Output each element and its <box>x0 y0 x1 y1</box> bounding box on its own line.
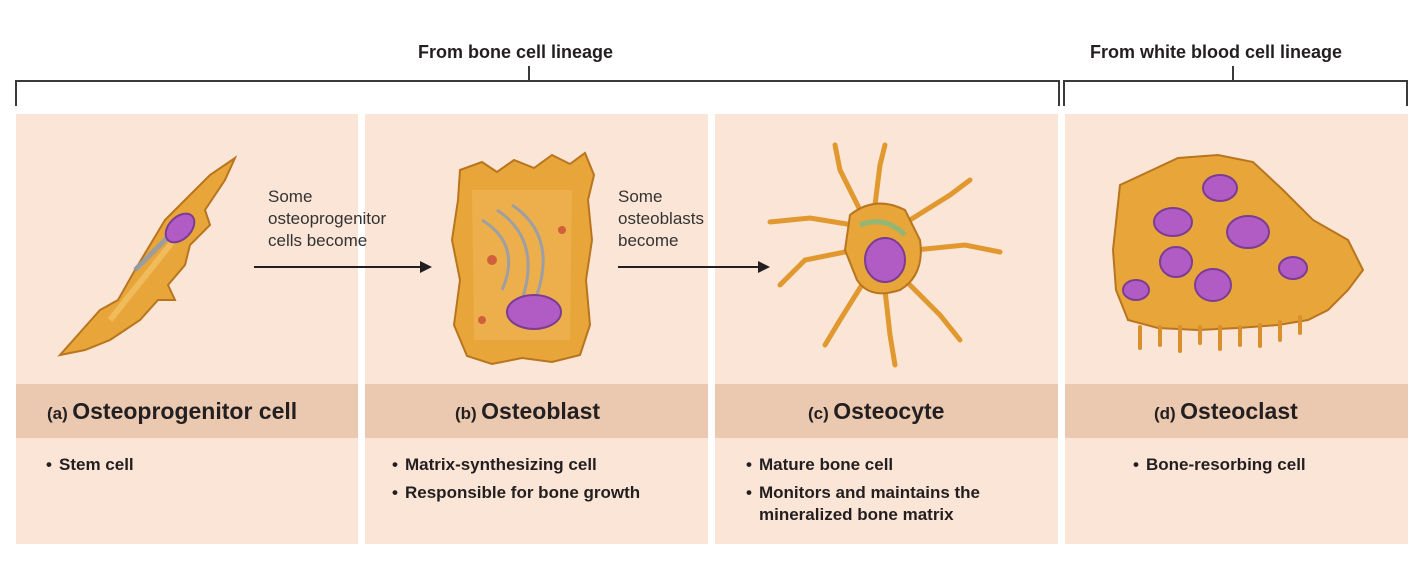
label-band-c <box>715 384 1058 438</box>
arrow-right-icon <box>618 261 770 273</box>
bracket-wbc-lineage <box>1063 80 1408 106</box>
label-tag-b: (b) <box>455 404 477 423</box>
bracket-tick-wbc <box>1232 66 1234 82</box>
bullet-item: Matrix-synthesizing cell <box>392 454 702 476</box>
bullets-osteocyte: Mature bone cell Monitors and maintains … <box>746 454 1036 532</box>
label-osteoblast: (b) Osteoblast <box>455 384 600 438</box>
osteoblast-illustration <box>450 151 596 366</box>
osteoclast-illustration <box>1111 153 1365 353</box>
bullet-item: Bone-resorbing cell <box>1133 454 1393 476</box>
bracket-tick-bone <box>528 66 530 82</box>
label-tag-c: (c) <box>808 404 829 423</box>
label-band-a <box>16 384 358 438</box>
label-tag-d: (d) <box>1154 404 1176 423</box>
bullets-osteoclast: Bone-resorbing cell <box>1133 454 1393 482</box>
label-osteoprogenitor-cell: (a) Osteoprogenitor cell <box>47 384 297 438</box>
label-band-d <box>1065 384 1408 438</box>
label-name-c: Osteocyte <box>833 398 945 424</box>
bullet-item: Mature bone cell <box>746 454 1036 476</box>
bullet-item: Responsible for bone growth <box>392 482 702 504</box>
label-osteocyte: (c) Osteocyte <box>808 384 944 438</box>
bullet-item: Monitors and maintains the mineralized b… <box>746 482 1036 526</box>
transition-text-2: Some osteoblasts become <box>618 187 704 250</box>
osteoprogenitor-cell-illustration <box>57 155 238 357</box>
label-name-b: Osteoblast <box>481 398 601 424</box>
label-name-d: Osteoclast <box>1180 398 1298 424</box>
transition-text-1: Some osteoprogenitor cells become <box>268 187 387 250</box>
osteocyte-illustration <box>767 142 1003 368</box>
label-tag-a: (a) <box>47 404 68 423</box>
label-name-a: Osteoprogenitor cell <box>72 398 298 424</box>
arrow-right-icon <box>254 261 432 273</box>
label-band-b <box>365 384 708 438</box>
lineage-title-bone: From bone cell lineage <box>418 42 614 62</box>
label-osteoclast: (d) Osteoclast <box>1154 384 1298 438</box>
bullets-osteoblast: Matrix-synthesizing cell Responsible for… <box>392 454 702 510</box>
bullets-osteoprogenitor: Stem cell <box>46 454 346 482</box>
lineage-title-wbc: From white blood cell lineage <box>1090 42 1343 62</box>
bullet-item: Stem cell <box>46 454 346 476</box>
bracket-bone-lineage <box>15 80 1060 106</box>
